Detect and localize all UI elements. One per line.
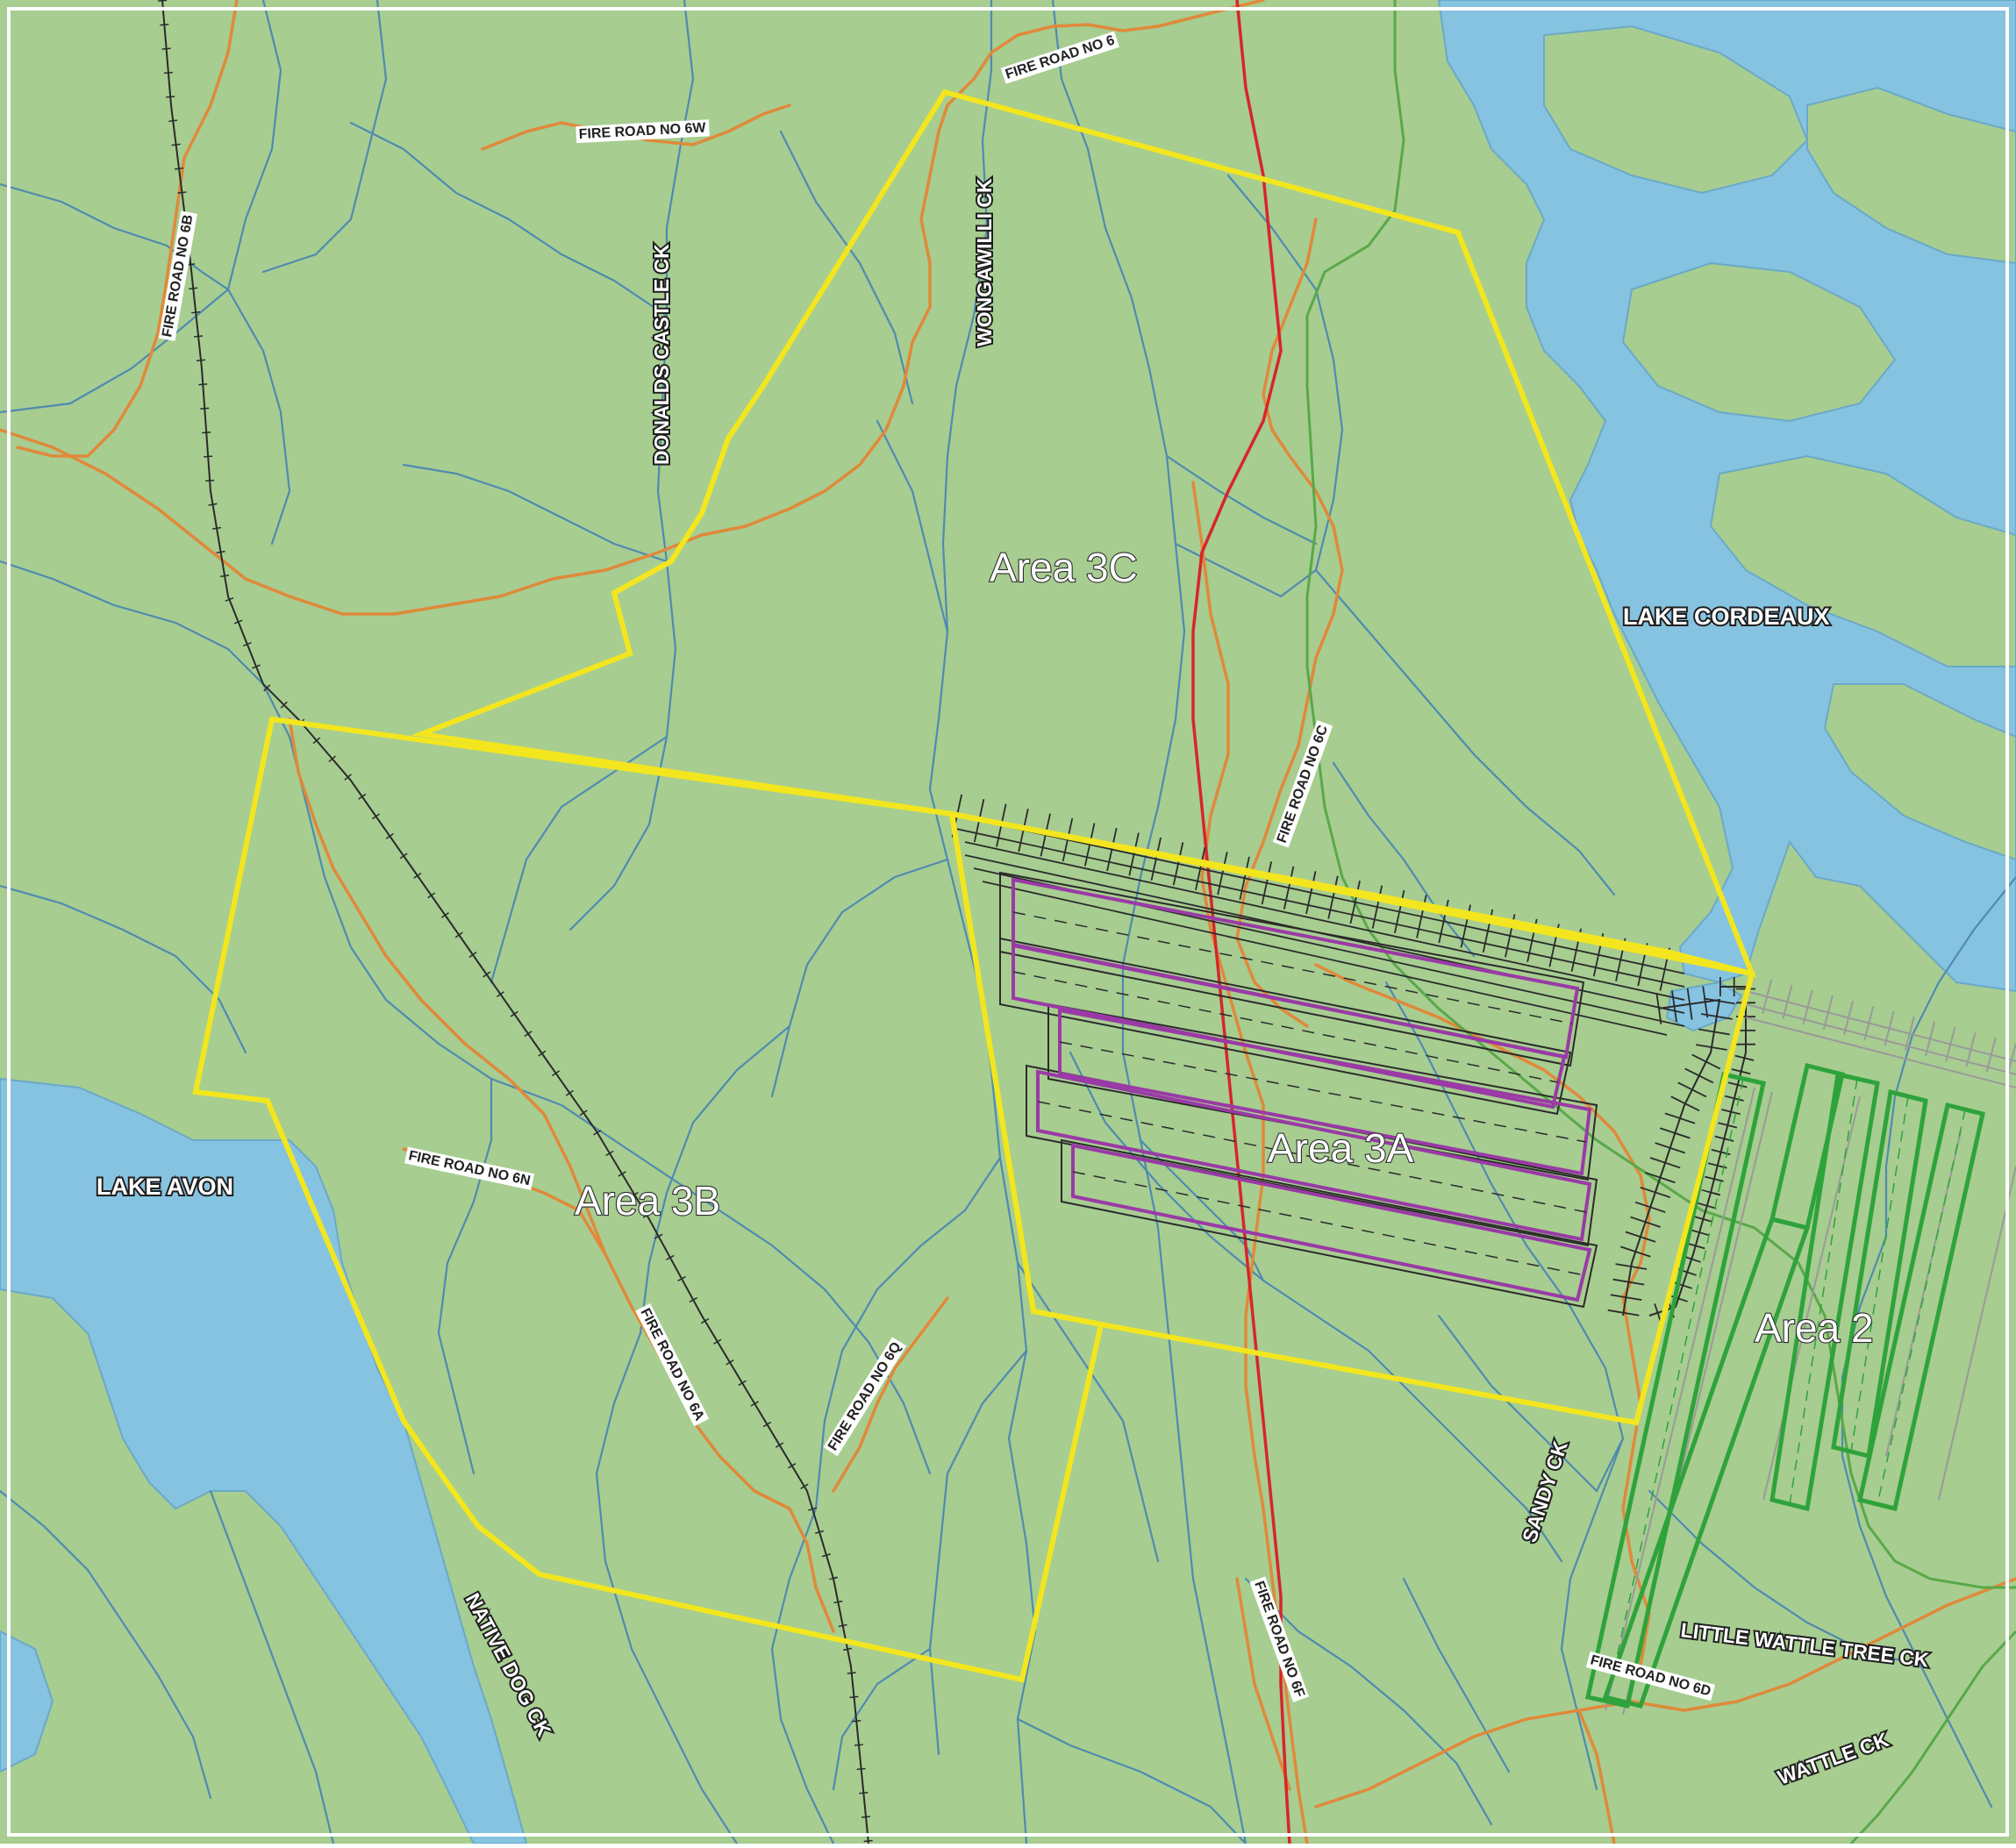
road-label-background bbox=[635, 1302, 710, 1427]
road-label-background bbox=[575, 119, 710, 144]
fire-road-east bbox=[1621, 1296, 1651, 1668]
area-3a-panels bbox=[999, 871, 1598, 1309]
road-label-background bbox=[1585, 1651, 1716, 1702]
cordeaux-peninsula-5 bbox=[1823, 683, 2016, 861]
area-3c-label: Area 3C bbox=[990, 545, 1138, 590]
railway bbox=[158, 0, 873, 1844]
area-2-panel-centerlines bbox=[1606, 1078, 1966, 1702]
transmission-line bbox=[1191, 0, 1291, 1844]
area-3b-label: Area 3B bbox=[575, 1178, 720, 1224]
boundary-area-3a bbox=[948, 810, 1755, 1426]
area-2-panels bbox=[1585, 1062, 1985, 1709]
avon-arm bbox=[0, 1630, 54, 1773]
road-label-background bbox=[1249, 1576, 1309, 1702]
lake-cordeaux-label: LAKE CORDEAUX bbox=[1623, 603, 1830, 630]
fire-road-6a bbox=[288, 717, 835, 1633]
lake-avon-label: LAKE AVON bbox=[97, 1174, 233, 1200]
pipeline bbox=[1305, 0, 2016, 1589]
cordeaux-peninsula-3 bbox=[1709, 454, 2016, 667]
map-frame bbox=[7, 7, 2009, 1837]
cordeaux-peninsula-2 bbox=[1621, 261, 1897, 423]
road-label-background bbox=[1000, 31, 1119, 84]
area-2-label: Area 2 bbox=[1755, 1305, 1874, 1351]
road-label-background bbox=[823, 1337, 907, 1457]
fire-road-6f bbox=[1235, 1577, 1291, 1791]
road-label-background bbox=[158, 210, 197, 341]
area-boundaries bbox=[192, 89, 1756, 1683]
road-label-background bbox=[1272, 720, 1333, 848]
fire-road-6w bbox=[481, 103, 791, 151]
road-label-background bbox=[404, 1146, 535, 1190]
creek-label-wongawilli: WONGAWILLI CK bbox=[973, 178, 996, 346]
pipeline-south bbox=[1849, 1630, 2016, 1845]
cordeaux-peninsula-1 bbox=[1543, 25, 1809, 195]
fire-road-6d-south bbox=[1577, 1709, 1616, 1845]
creek-label-donalds-castle: DONALDS CASTLE CK bbox=[650, 244, 673, 465]
area-3a-label: Area 3A bbox=[1268, 1125, 1414, 1171]
fire-road-6b bbox=[16, 0, 239, 458]
fire-road-6d bbox=[1314, 1577, 2016, 1809]
fire-road-3a-east bbox=[1314, 963, 1651, 1300]
lake-avon bbox=[0, 1077, 528, 1844]
fire-road-6 bbox=[946, 0, 1265, 107]
cordeaux-peninsula-4 bbox=[1806, 86, 2016, 265]
fire-road-6q bbox=[832, 1296, 949, 1493]
